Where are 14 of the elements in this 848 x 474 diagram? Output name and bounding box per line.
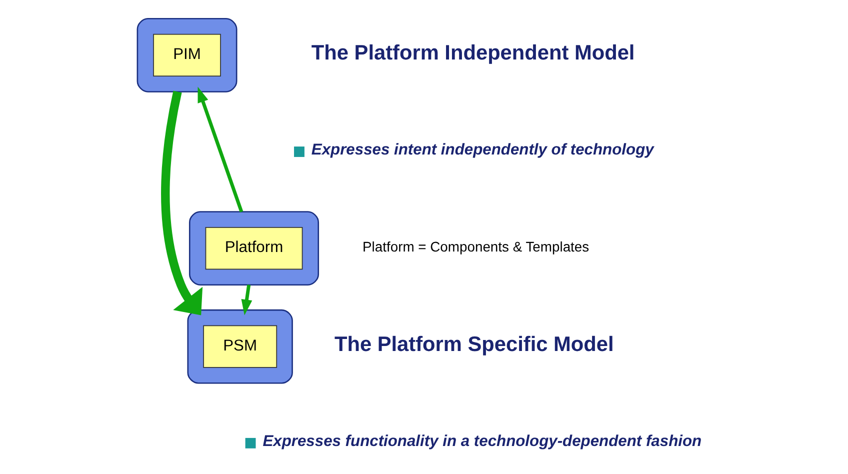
cluster [186, 309, 292, 384]
label: The Platform Independent Model [310, 42, 634, 65]
cluster [188, 211, 319, 286]
label: Platform = Components & Templates [362, 238, 589, 255]
arrow [197, 86, 243, 212]
arrow [240, 284, 252, 316]
node-box: Platform [204, 227, 302, 270]
node-box: PSM [202, 325, 277, 368]
label: Expresses functionality in a technology-dependent fashion [262, 433, 702, 450]
node-box: PIM [152, 34, 220, 76]
cluster [136, 18, 237, 92]
arrow [160, 90, 202, 316]
label: Expresses intent independently of technology [310, 142, 654, 159]
label: The Platform Specific Model [334, 333, 614, 356]
